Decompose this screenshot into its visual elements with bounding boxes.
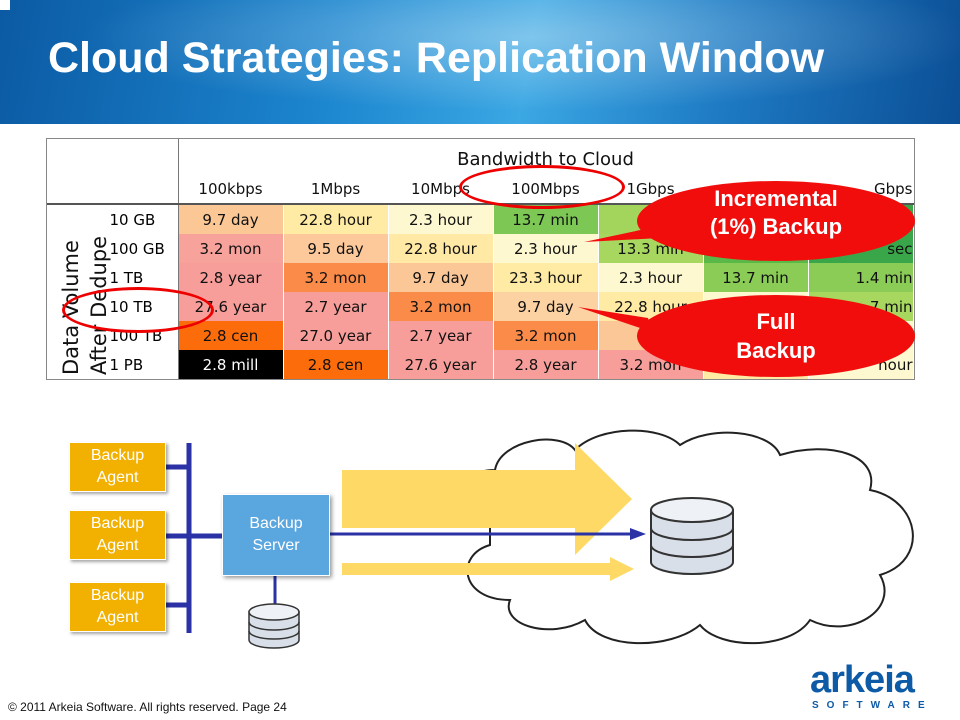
table-cell: 2.8 year	[178, 263, 283, 292]
full-pointer	[578, 307, 652, 332]
server-database-icon	[248, 576, 300, 649]
table-cell: 2.3 hour	[598, 263, 703, 292]
slide-title: Cloud Strategies: Replication Window	[48, 34, 825, 82]
cloud-database-icon	[650, 497, 734, 575]
row-label: 100 GB	[109, 234, 179, 263]
table-cell: 3.2 mon	[388, 292, 493, 321]
table-cell: 1.4 min	[808, 263, 913, 292]
table-cell: 22.8 hour	[388, 234, 493, 263]
row-label: 10 GB	[109, 204, 179, 234]
table-cell: 2.8 cen	[178, 321, 283, 350]
table-corner-2	[47, 174, 179, 205]
logo-subtext: SOFTWARE	[812, 700, 933, 710]
arkeia-logo: arkeia SOFTWARE	[810, 659, 933, 710]
table-cell: 3.2 mon	[598, 350, 703, 379]
table-corner	[47, 139, 179, 174]
table-cell: 23.3 hour	[493, 263, 598, 292]
full-backup-arrow	[342, 443, 632, 555]
table-cell: 2.8 cen	[283, 350, 388, 379]
incremental-backup-text: Incremental (1%) Backup	[709, 186, 843, 239]
backup-agent-1: Backup Agent	[69, 442, 166, 492]
table-cell: 3.2 mon	[283, 263, 388, 292]
backup-agent-3: Backup Agent	[69, 582, 166, 632]
table-cell: 9.7 day	[388, 263, 493, 292]
backup-server: Backup Server	[222, 494, 330, 576]
highlight-100mbps	[459, 165, 625, 209]
copyright-footer: © 2011 Arkeia Software. All rights reser…	[8, 700, 287, 714]
full-backup-callout	[637, 295, 915, 377]
table-cell: 2.8 mill	[178, 350, 283, 379]
incremental-backup-callout	[637, 181, 915, 261]
table-cell: 13.7 min	[493, 204, 598, 234]
table-cell: 3.2 mon	[493, 321, 598, 350]
column-header: 100kbps	[178, 174, 283, 205]
table-cell: 13.7 min	[703, 263, 808, 292]
table-cell: 2.7 year	[283, 292, 388, 321]
row-label: 1 PB	[109, 350, 179, 379]
table-cell: 9.7 day	[493, 292, 598, 321]
corner-mark	[0, 0, 10, 10]
incremental-pointer	[584, 228, 660, 242]
table-cell: 2.7 year	[388, 321, 493, 350]
full-backup-text: Full Backup	[736, 309, 816, 363]
column-header: 1Mbps	[283, 174, 388, 205]
table-cell: 9.5 day	[283, 234, 388, 263]
table-cell: 27.0 year	[283, 321, 388, 350]
table-cell: 27.6 year	[388, 350, 493, 379]
table-cell: 22.8 hour	[283, 204, 388, 234]
title-banner	[0, 0, 960, 124]
table-cell: 3.2 mon	[178, 234, 283, 263]
table-cell: 2.3 hour	[388, 204, 493, 234]
table-cell: 2.3 hour	[493, 234, 598, 263]
link-arrowhead	[630, 528, 646, 540]
logo-wordmark: arkeia	[810, 659, 916, 701]
incremental-backup-arrow	[342, 557, 634, 581]
backup-agent-2: Backup Agent	[69, 510, 166, 560]
table-cell: 9.7 day	[178, 204, 283, 234]
highlight-10tb	[62, 287, 214, 333]
table-cell: 2.8 year	[493, 350, 598, 379]
